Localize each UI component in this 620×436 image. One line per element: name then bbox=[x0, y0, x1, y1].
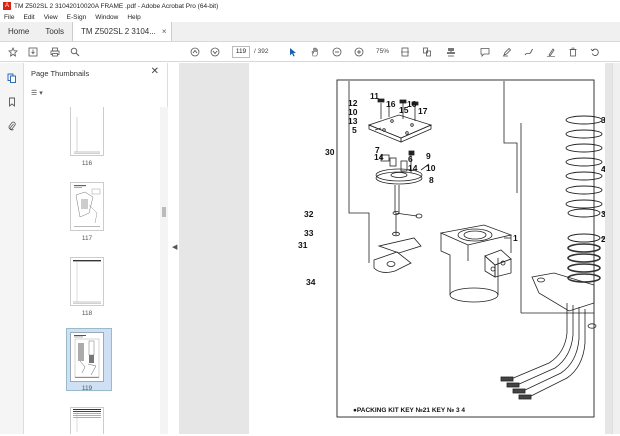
fit-page-icon[interactable] bbox=[398, 45, 412, 59]
pdf-page: 11 12 10 13 16 16 15 17 5 30 7 14 9 6 14… bbox=[249, 63, 609, 434]
callout-32: 32 bbox=[304, 209, 314, 219]
page-total: / 392 bbox=[254, 48, 269, 55]
thumbnail-scrollbar-thumb[interactable] bbox=[162, 207, 166, 217]
packing-kit-note: ●PACKING KIT KEY №21 KEY № 3 4 bbox=[353, 407, 465, 414]
bookmark-star-icon[interactable] bbox=[6, 45, 20, 59]
callout-10: 10 bbox=[348, 107, 358, 117]
zoom-out-icon[interactable] bbox=[330, 45, 344, 59]
callout-3a: 3 bbox=[601, 115, 605, 125]
thumbnail-label-118: 118 bbox=[81, 310, 93, 317]
tab-tools[interactable]: Tools bbox=[45, 27, 65, 36]
callout-17: 17 bbox=[418, 106, 428, 116]
thumbnail-118[interactable] bbox=[70, 257, 104, 306]
exploded-parts-drawing: 11 12 10 13 16 16 15 17 5 30 7 14 9 6 14… bbox=[298, 79, 609, 418]
callout-12: 12 bbox=[348, 98, 358, 108]
callout-14a: 14 bbox=[374, 152, 384, 162]
thumbnail-options-menu[interactable]: ☰ ▾ bbox=[31, 90, 43, 97]
menu-window[interactable]: Window bbox=[95, 13, 119, 21]
document-viewer[interactable]: 11 12 10 13 16 16 15 17 5 30 7 14 9 6 14… bbox=[179, 63, 620, 434]
zoom-level-dropdown[interactable]: 75% bbox=[376, 48, 390, 55]
panel-title: Page Thumbnails bbox=[31, 69, 90, 78]
document-scrollbar[interactable] bbox=[612, 63, 620, 434]
callout-31: 31 bbox=[298, 240, 308, 250]
tab-bar: Home Tools TM Z502SL 2 3104... × bbox=[0, 22, 620, 42]
previous-page-icon[interactable] bbox=[188, 45, 202, 59]
callout-10b: 10 bbox=[426, 163, 436, 173]
callout-9: 9 bbox=[426, 151, 431, 161]
thumbnail-label-119: 119 bbox=[81, 385, 93, 392]
print-icon[interactable] bbox=[48, 45, 62, 59]
thumbnail-116[interactable] bbox=[70, 107, 104, 156]
callout-4: 4 bbox=[601, 164, 605, 174]
callout-33: 33 bbox=[304, 228, 314, 238]
delete-icon[interactable] bbox=[566, 45, 580, 59]
menu-esign[interactable]: E-Sign bbox=[66, 13, 87, 21]
tab-document-label: TM Z502SL 2 3104... bbox=[81, 27, 156, 36]
attachments-icon[interactable] bbox=[5, 121, 19, 135]
zoom-in-icon[interactable] bbox=[352, 45, 366, 59]
callout-16a: 16 bbox=[386, 99, 396, 109]
callout-8: 8 bbox=[429, 175, 434, 185]
callout-30: 30 bbox=[325, 147, 335, 157]
callout-15: 15 bbox=[399, 105, 409, 115]
stamp-icon[interactable] bbox=[444, 45, 458, 59]
thumbnail-120[interactable] bbox=[70, 407, 104, 434]
collapse-panel-arrow-icon[interactable]: ◀ bbox=[172, 244, 178, 251]
highlight-pen-icon[interactable] bbox=[500, 45, 514, 59]
undo-icon[interactable] bbox=[588, 45, 602, 59]
thumbnail-119[interactable] bbox=[70, 332, 104, 382]
draw-icon[interactable] bbox=[522, 45, 536, 59]
close-icon[interactable]: × bbox=[161, 27, 167, 36]
comment-icon[interactable] bbox=[478, 45, 492, 59]
toolbar: 119 / 392 75% bbox=[0, 42, 620, 62]
bookmarks-icon[interactable] bbox=[5, 97, 19, 111]
menu-bar: File Edit View E-Sign Window Help bbox=[0, 12, 620, 22]
page-display-icon[interactable] bbox=[420, 45, 434, 59]
callout-14b: 14 bbox=[408, 163, 418, 173]
thumbnail-label-116: 116 bbox=[81, 160, 93, 167]
thumbnail-label-117: 117 bbox=[81, 235, 93, 242]
callout-2: 2 bbox=[601, 234, 605, 244]
menu-edit[interactable]: Edit bbox=[23, 13, 35, 21]
callout-3b: 3 bbox=[601, 209, 605, 219]
page-thumbnails-icon[interactable] bbox=[5, 73, 19, 87]
select-cursor-icon[interactable] bbox=[286, 45, 300, 59]
callout-16b: 16 bbox=[407, 99, 417, 109]
tab-document[interactable]: TM Z502SL 2 3104... × bbox=[72, 22, 172, 41]
window-title: TM Z502SL 2 31042010020A FRAME .pdf - Ad… bbox=[14, 2, 219, 10]
callout-1: 1 bbox=[513, 233, 518, 243]
callout-13: 13 bbox=[348, 116, 358, 126]
callout-11: 11 bbox=[370, 91, 379, 101]
close-panel-icon[interactable]: ✕ bbox=[150, 66, 159, 77]
page-thumbnails-panel: Page Thumbnails ✕ ☰ ▾ 116 117 bbox=[25, 63, 168, 434]
callout-6: 6 bbox=[408, 154, 413, 164]
thumbnail-scrollbar[interactable] bbox=[160, 107, 168, 434]
callout-5: 5 bbox=[352, 125, 357, 135]
thumbnail-117[interactable] bbox=[70, 182, 104, 231]
title-bar: A TM Z502SL 2 31042010020A FRAME .pdf - … bbox=[0, 0, 620, 12]
callout-7: 7 bbox=[375, 145, 380, 155]
save-icon[interactable] bbox=[26, 45, 40, 59]
sign-icon[interactable] bbox=[544, 45, 558, 59]
next-page-icon[interactable] bbox=[208, 45, 222, 59]
menu-file[interactable]: File bbox=[4, 13, 15, 21]
tab-home[interactable]: Home bbox=[8, 27, 30, 36]
callout-34: 34 bbox=[306, 277, 316, 287]
thumbnail-list: 116 117 118 bbox=[25, 107, 160, 434]
page-number-input[interactable]: 119 bbox=[232, 46, 250, 58]
hand-icon[interactable] bbox=[308, 45, 322, 59]
left-navigation-strip bbox=[0, 63, 24, 434]
menu-view[interactable]: View bbox=[43, 13, 58, 21]
search-icon[interactable] bbox=[68, 45, 82, 59]
menu-help[interactable]: Help bbox=[127, 13, 141, 21]
acrobat-icon: A bbox=[3, 2, 11, 10]
